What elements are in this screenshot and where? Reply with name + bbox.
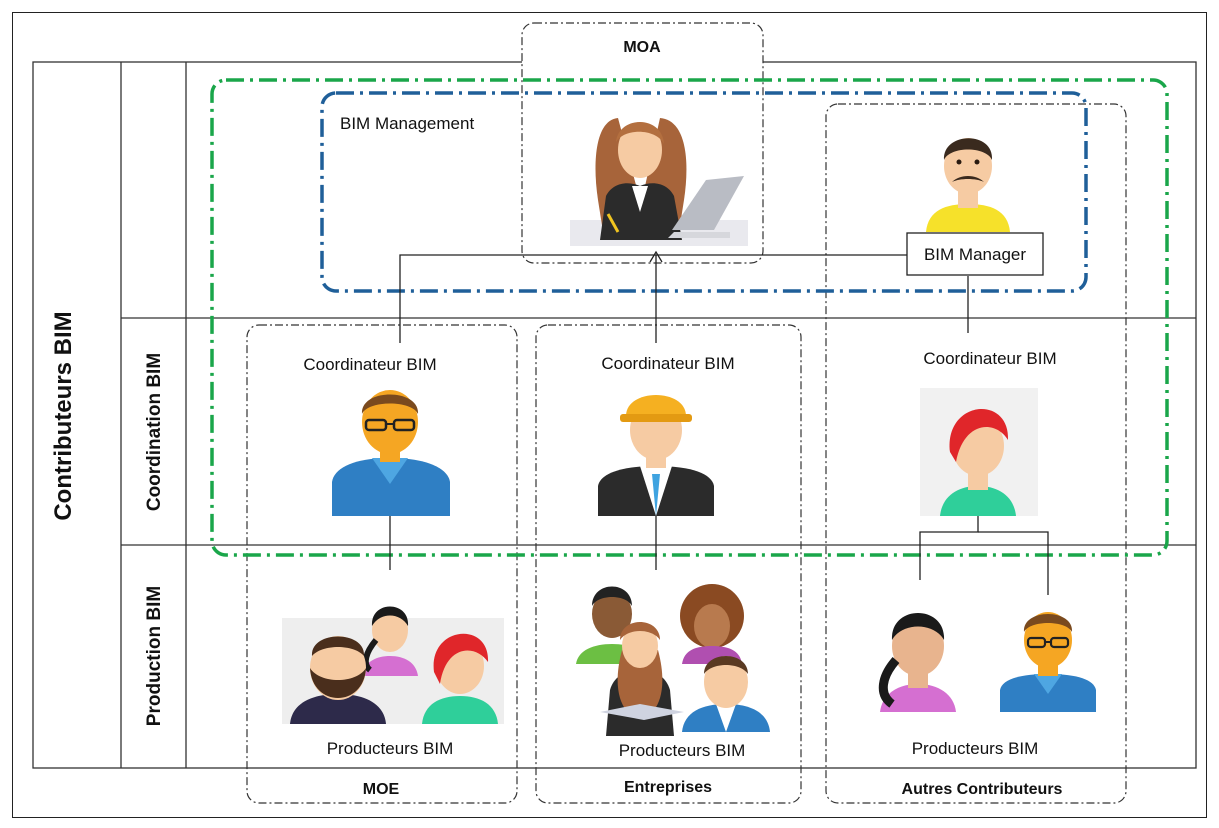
row-label-production: Production BIM: [144, 586, 165, 726]
entreprises-group-box: [535, 324, 802, 804]
man-mustache-icon: [926, 138, 1010, 232]
coordinator-label-entreprises: Coordinateur BIM: [601, 354, 734, 373]
group-label-entreprises: Entreprises: [624, 779, 712, 796]
green-boundary: [210, 78, 1169, 557]
man-glasses-icon: [332, 390, 450, 516]
bim-manager-box: [906, 232, 1044, 276]
bim-manager-label: BIM Manager: [924, 245, 1026, 264]
group-label-moe: MOE: [363, 781, 400, 798]
producers-label-moe: Producteurs BIM: [327, 739, 454, 758]
producers-group-icon: [282, 606, 504, 724]
row-label-coordination: Coordination BIM: [144, 353, 165, 511]
connectors: [389, 250, 1049, 595]
producers-label-autres: Producteurs BIM: [912, 739, 1039, 758]
group-label-autres: Autres Contributeurs: [902, 781, 1063, 798]
main-row-label: Contributeurs BIM: [50, 311, 77, 520]
producers-group-icon: [576, 584, 770, 736]
bim-management-label: BIM Management: [340, 114, 474, 133]
woman-ponytail-icon: [878, 613, 956, 712]
coordinator-label-moe: Coordinateur BIM: [303, 355, 436, 374]
blue-boundary: [320, 91, 1088, 293]
man-glasses-icon: [1000, 612, 1096, 712]
businesswoman-laptop-icon: [570, 118, 748, 246]
man-hardhat-icon: [598, 395, 714, 516]
coordinator-label-autres: Coordinateur BIM: [923, 349, 1056, 368]
group-label-moa: MOA: [623, 39, 661, 56]
producers-label-entreprises: Producteurs BIM: [619, 741, 746, 760]
moe-group-box: [246, 324, 518, 804]
diagram-frame: [12, 12, 1207, 818]
autres-group-box: [825, 103, 1127, 804]
woman-redhair-icon: [920, 388, 1038, 516]
